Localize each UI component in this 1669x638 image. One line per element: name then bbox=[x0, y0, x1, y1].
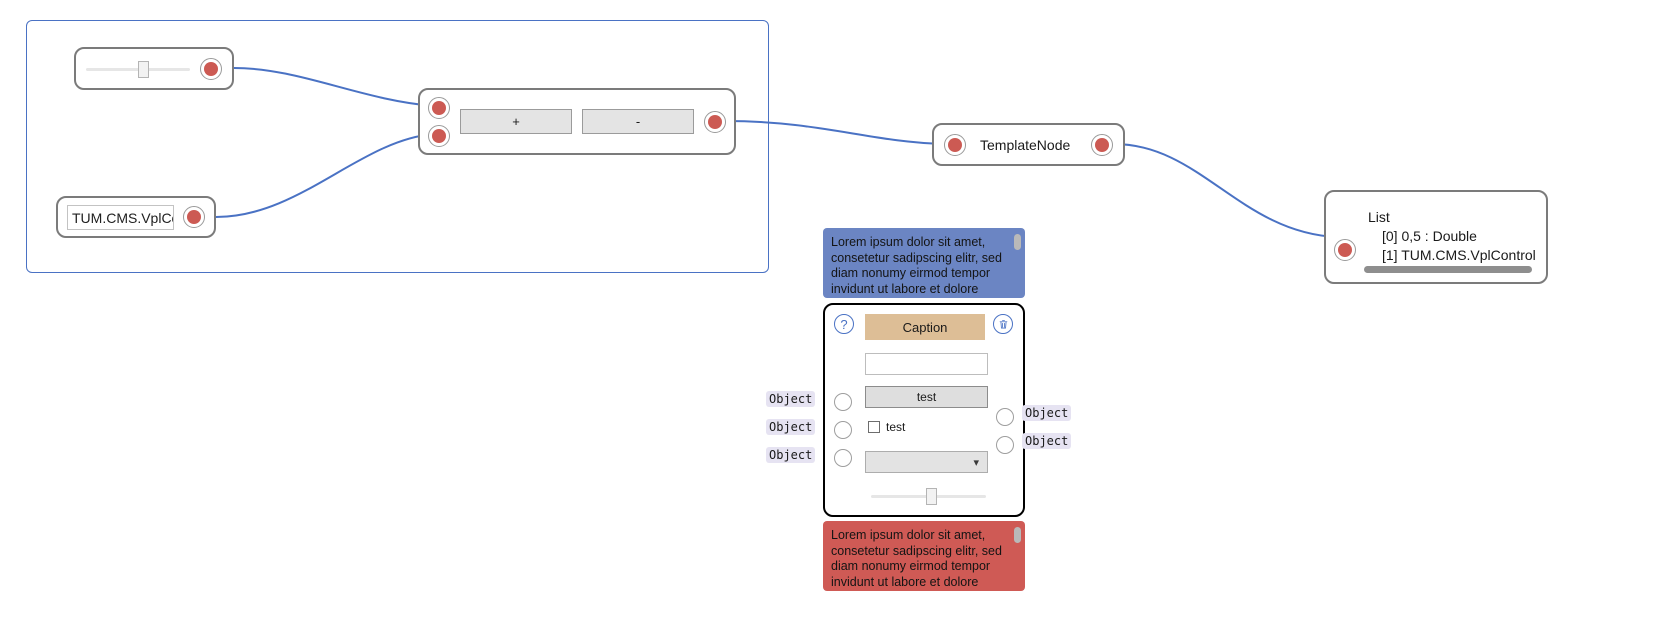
output-port[interactable] bbox=[1091, 133, 1113, 156]
output-port[interactable] bbox=[200, 57, 222, 80]
panel-input-port-2[interactable] bbox=[834, 421, 852, 439]
string-value-input[interactable]: TUM.CMS.VplControl bbox=[67, 204, 174, 230]
checkbox-label: test bbox=[886, 420, 906, 434]
string-node[interactable]: TUM.CMS.VplControl bbox=[56, 196, 216, 238]
template-node-title: TemplateNode bbox=[980, 136, 1071, 153]
slider-track[interactable] bbox=[86, 60, 190, 78]
info-tooltip: Lorem ipsum dolor sit amet, consetetur s… bbox=[823, 228, 1025, 298]
question-mark-icon[interactable]: ? bbox=[834, 314, 854, 334]
list-node[interactable]: List [0] 0,5 : Double [1] TUM.CMS.VplCon… bbox=[1324, 190, 1548, 284]
control-panel-node[interactable]: ? Caption test test ▾ bbox=[823, 303, 1025, 517]
panel-output-port-2[interactable] bbox=[996, 436, 1014, 454]
list-item: [0] 0,5 : Double bbox=[1382, 228, 1477, 244]
horizontal-scrollbar[interactable] bbox=[1364, 266, 1532, 273]
wire-template-to-list bbox=[1113, 143, 1337, 238]
vertical-scrollbar[interactable] bbox=[1014, 527, 1021, 543]
trash-glyph bbox=[999, 319, 1007, 328]
chevron-down-icon: ▾ bbox=[973, 456, 979, 469]
template-node[interactable]: TemplateNode bbox=[932, 123, 1125, 166]
panel-combobox[interactable]: ▾ bbox=[865, 451, 988, 473]
input-port[interactable] bbox=[944, 133, 966, 156]
minus-button[interactable]: - bbox=[582, 109, 694, 134]
panel-output-label-1: Object bbox=[1022, 405, 1072, 421]
panel-caption: Caption bbox=[865, 314, 985, 340]
panel-output-port-1[interactable] bbox=[996, 408, 1014, 426]
panel-input-port-1[interactable] bbox=[834, 393, 852, 411]
input-port-2[interactable] bbox=[428, 124, 450, 147]
error-tooltip: Lorem ipsum dolor sit amet, consetetur s… bbox=[823, 521, 1025, 591]
output-port[interactable] bbox=[704, 110, 726, 133]
list-title: List bbox=[1368, 209, 1390, 225]
panel-test-button[interactable]: test bbox=[865, 386, 988, 408]
checkbox-box[interactable] bbox=[868, 421, 880, 433]
slider-node[interactable] bbox=[74, 47, 234, 90]
input-port-1[interactable] bbox=[428, 96, 450, 119]
panel-test-checkbox[interactable]: test bbox=[868, 420, 905, 434]
panel-input-label-1: Object bbox=[766, 391, 816, 407]
trash-icon[interactable] bbox=[993, 314, 1013, 334]
error-tooltip-text: Lorem ipsum dolor sit amet, consetetur s… bbox=[831, 528, 1002, 591]
panel-slider[interactable] bbox=[871, 488, 986, 505]
vertical-scrollbar[interactable] bbox=[1014, 234, 1021, 250]
panel-slider-thumb[interactable] bbox=[926, 488, 938, 505]
list-content: List [0] 0,5 : Double [1] TUM.CMS.VplCon… bbox=[1368, 208, 1538, 265]
plus-button[interactable]: + bbox=[460, 109, 572, 134]
calculator-node[interactable]: + - bbox=[418, 88, 736, 155]
group-frame[interactable] bbox=[26, 20, 769, 273]
input-port[interactable] bbox=[1334, 239, 1356, 261]
slider-thumb[interactable] bbox=[138, 60, 149, 78]
panel-textbox[interactable] bbox=[865, 353, 988, 375]
panel-input-port-3[interactable] bbox=[834, 449, 852, 467]
list-item: [1] TUM.CMS.VplControl : Strir bbox=[1382, 247, 1538, 263]
panel-input-label-3: Object bbox=[766, 447, 816, 463]
panel-input-label-2: Object bbox=[766, 419, 816, 435]
info-tooltip-text: Lorem ipsum dolor sit amet, consetetur s… bbox=[831, 235, 1002, 298]
panel-output-label-2: Object bbox=[1022, 433, 1072, 449]
output-port[interactable] bbox=[183, 206, 205, 228]
